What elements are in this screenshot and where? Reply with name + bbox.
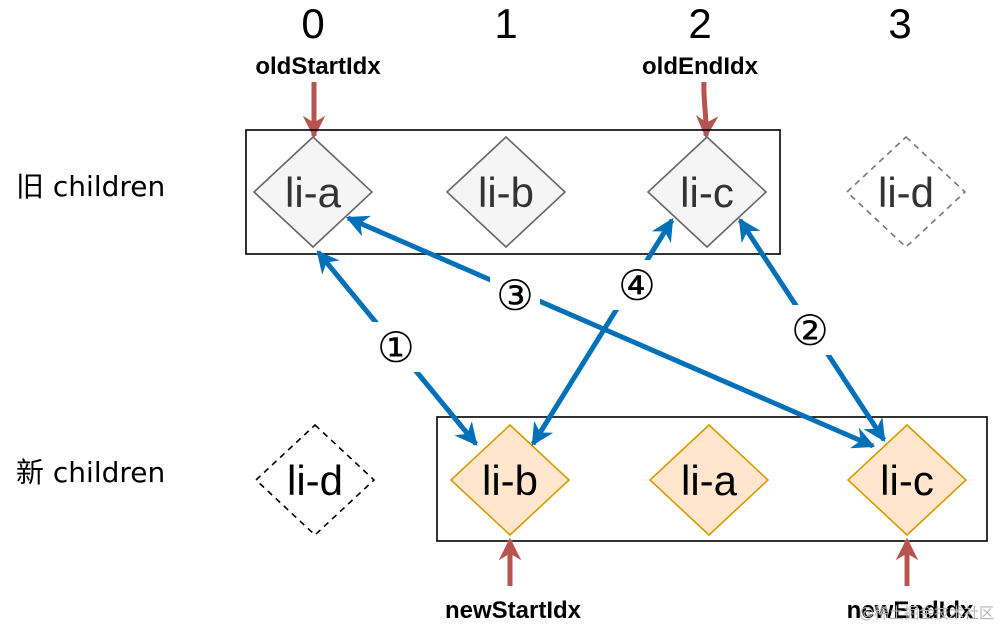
old-node-li-b: li-b <box>445 135 567 249</box>
compare-arrow-4 <box>530 218 675 446</box>
index-label-3: 3 <box>888 0 911 47</box>
step-badge-4: ④ <box>612 260 662 310</box>
old-node-li-d-label: li-d <box>878 169 934 216</box>
step-label-1: ① <box>377 323 415 372</box>
new-node-li-d-label: li-d <box>287 457 343 504</box>
step-badge-1: ① <box>371 322 421 372</box>
new-node-li-c-label: li-c <box>880 457 934 504</box>
step-badge-3: ③ <box>490 270 540 320</box>
new-node-li-a-label: li-a <box>681 457 738 504</box>
old-node-li-b-label: li-b <box>478 169 534 216</box>
index-label-2: 2 <box>688 0 711 47</box>
step-label-4: ④ <box>618 261 656 310</box>
old-children-label: 旧 children <box>16 170 165 203</box>
index-label-1: 1 <box>494 0 517 47</box>
old-node-li-a-label: li-a <box>285 169 342 216</box>
new-node-li-b-label: li-b <box>482 457 538 504</box>
new-start-pointer-label: newStartIdx <box>445 597 582 624</box>
new-node-li-b: li-b <box>449 423 571 537</box>
new-end-pointer-label: newEndIdx <box>847 597 974 624</box>
index-label-0: 0 <box>301 0 324 47</box>
old-end-pointer-arrow <box>695 81 719 139</box>
new-node-li-d: li-d <box>254 423 376 537</box>
step-label-3: ③ <box>496 271 534 320</box>
new-node-li-a: li-a <box>648 423 770 537</box>
old-node-li-a: li-a <box>252 135 374 249</box>
old-node-li-c-label: li-c <box>680 169 734 216</box>
old-end-pointer-label: oldEndIdx <box>642 53 759 80</box>
step-label-2: ② <box>791 306 829 355</box>
new-node-li-c: li-c <box>846 423 968 537</box>
step-badge-2: ② <box>785 305 835 355</box>
old-node-li-d: li-d <box>845 135 967 249</box>
old-start-pointer-label: oldStartIdx <box>255 53 381 80</box>
new-children-label: 新 children <box>16 456 165 489</box>
watermark: @稀土掘金技术社区 <box>859 604 994 622</box>
